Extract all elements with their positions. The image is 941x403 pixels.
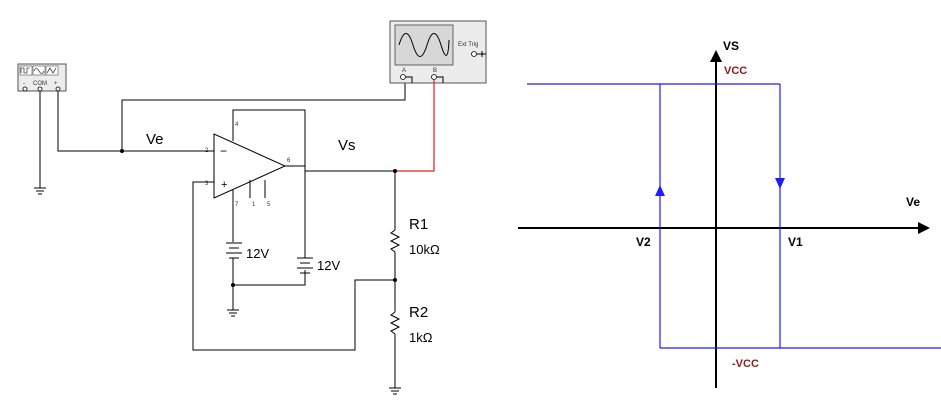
- opamp-pin-7: 7: [235, 202, 239, 208]
- opamp-pin-6: 6: [287, 158, 291, 164]
- battery-left: [226, 242, 242, 259]
- supply-right-label: 12V: [317, 258, 340, 273]
- channel-b-wire: [395, 80, 435, 172]
- channel-b-label: B: [433, 68, 437, 74]
- sine-trace-icon: [398, 33, 450, 57]
- input-wire: [57, 91, 225, 152]
- input-label: Ve: [146, 131, 164, 148]
- square-wave-icon: [19, 65, 33, 76]
- triangle-wave-icon: [45, 65, 59, 76]
- hysteresis-graph: VS Ve VCC -VCC V2 V1: [518, 39, 941, 388]
- r2-value: 1kΩ: [409, 330, 433, 345]
- resistor-r2[interactable]: [389, 311, 401, 335]
- opamp-pin-3: 3: [205, 181, 209, 187]
- r1-value: 10kΩ: [409, 242, 440, 257]
- opamp-pin-4: 4: [235, 122, 239, 128]
- oscilloscope[interactable]: Ext Trig A B: [389, 20, 487, 84]
- fg-terminal-com: COM: [33, 81, 47, 87]
- threshold-v2-label: V2: [636, 235, 651, 249]
- channel-a-terminal[interactable]: [400, 74, 406, 80]
- y-axis-arrow: [710, 50, 722, 62]
- opamp-pin-2: 2: [205, 148, 209, 154]
- channel-b-terminal[interactable]: [431, 74, 437, 80]
- y-axis-label: VS: [723, 39, 739, 53]
- opamp-pin-5: 5: [267, 202, 271, 208]
- output-label: Vs: [338, 137, 356, 154]
- resistor-r1[interactable]: [389, 229, 401, 253]
- opamp-pin-1: 1: [252, 202, 256, 208]
- noninverting-input-sign: +: [221, 179, 227, 191]
- bottom-level-label: -VCC: [732, 358, 759, 370]
- channel-a-label: A: [402, 68, 406, 74]
- battery-right: [297, 257, 313, 274]
- ext-trig-terminal[interactable]: [471, 51, 477, 57]
- supply-left-label: 12V: [246, 246, 269, 261]
- fg-terminal-plus: +: [54, 81, 58, 87]
- r1-name: R1: [409, 216, 428, 233]
- ground-symbol-opamp: [227, 309, 239, 317]
- down-arrow-icon: [775, 178, 785, 189]
- ground-symbol-fg: [34, 187, 46, 195]
- feedback-wire: [192, 181, 395, 351]
- x-axis-label: Ve: [906, 195, 920, 209]
- threshold-v1-label: V1: [788, 235, 803, 249]
- up-arrow-icon: [655, 185, 665, 196]
- ext-trig-label: Ext Trig: [458, 42, 478, 48]
- ground-symbol-r2: [389, 387, 401, 395]
- supply-wire-top: [232, 109, 306, 258]
- output-wire: [304, 166, 395, 172]
- function-generator[interactable]: - COM +: [17, 63, 67, 92]
- x-axis-arrow: [918, 222, 930, 234]
- top-level-label: VCC: [724, 65, 747, 77]
- inverting-input-sign: −: [220, 144, 227, 158]
- fg-terminal-minus: -: [23, 81, 25, 87]
- scope-screen: [394, 24, 454, 66]
- r2-name: R2: [409, 304, 428, 321]
- channel-a-wire: [121, 80, 406, 151]
